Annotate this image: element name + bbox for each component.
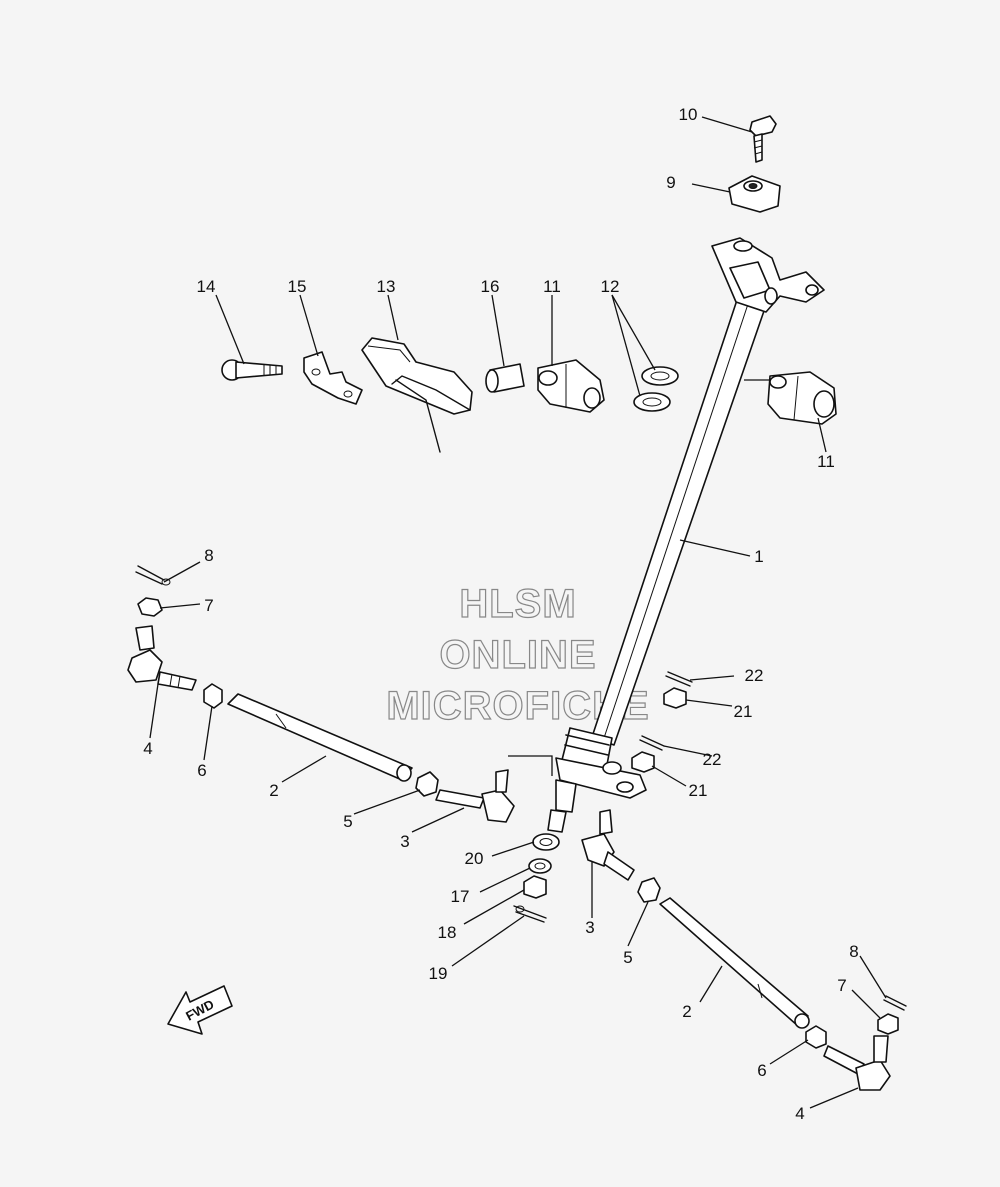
- callout-15: 15: [288, 277, 307, 296]
- part-6-nut-right: [805, 1025, 827, 1049]
- part-13-cable-bracket: [361, 337, 473, 453]
- callout-11-top: 11: [543, 277, 561, 296]
- part-7-castle-nut-right: [877, 1013, 899, 1035]
- part-5-nut-right: [637, 877, 661, 903]
- callout-21-lower: 21: [689, 781, 708, 800]
- callout-17: 17: [451, 887, 470, 906]
- part-8-cotter-pin-right: [883, 995, 907, 1011]
- callout-numbers: 10 9 14 15 13 16 11 12 11 1 8 7 4 6 2 5 …: [143, 105, 858, 1123]
- callout-1: 1: [754, 547, 763, 566]
- part-8-cotter-pin-left: [135, 565, 171, 586]
- part-4-ball-joint-right: [823, 1035, 891, 1091]
- callout-7-left: 7: [204, 596, 213, 615]
- watermark-line-1: HLSM: [459, 582, 576, 626]
- part-17-washer: [528, 858, 552, 874]
- part-12-washers: [633, 366, 679, 412]
- callout-16: 16: [481, 277, 500, 296]
- callout-5-right: 5: [623, 948, 632, 967]
- callout-8-right: 8: [849, 942, 858, 961]
- callout-4-right: 4: [795, 1104, 804, 1123]
- leader-lines: [149, 116, 887, 1109]
- part-15-lock-plate: [303, 351, 363, 405]
- callout-13: 13: [377, 277, 396, 296]
- part-11-holder-right: [767, 371, 837, 425]
- callout-14: 14: [197, 277, 216, 296]
- part-4-ball-joint-left: [127, 625, 197, 691]
- callout-4-left: 4: [143, 739, 152, 758]
- callout-7-right: 7: [837, 976, 846, 995]
- part-18-castle-nut: [523, 875, 547, 899]
- callout-2-left: 2: [269, 781, 278, 800]
- part-20-washer: [532, 833, 560, 851]
- callout-22-upper: 22: [745, 666, 764, 685]
- part-3-ball-joint-right: [581, 809, 635, 881]
- part-1-steering-column: [547, 237, 825, 833]
- callout-22-lower: 22: [703, 750, 722, 769]
- callout-2-right: 2: [682, 1002, 691, 1021]
- callout-10: 10: [679, 105, 698, 124]
- part-5-nut-left: [415, 771, 439, 797]
- callout-12: 12: [601, 277, 620, 296]
- callout-9: 9: [666, 173, 675, 192]
- part-22-cotter-lower: [639, 735, 665, 751]
- callout-18: 18: [438, 923, 457, 942]
- part-19-cotter-pin: [513, 905, 547, 923]
- part-7-castle-nut-left: [137, 597, 163, 617]
- part-3-ball-joint-left: [435, 769, 515, 823]
- callout-5-left: 5: [343, 812, 352, 831]
- callout-20: 20: [465, 849, 484, 868]
- part-14-bolt: [221, 359, 283, 381]
- fwd-direction-badge: FWD: [167, 985, 233, 1035]
- part-11-holder-left: [537, 359, 605, 413]
- callout-6-right: 6: [757, 1061, 766, 1080]
- watermark-line-2: ONLINE: [439, 633, 596, 677]
- callout-11-right: 11: [817, 452, 835, 471]
- part-16-collar: [485, 363, 525, 393]
- part-22-cotter-upper: [665, 671, 693, 687]
- part-2-tie-rod-left: [227, 693, 413, 782]
- callout-3-left: 3: [400, 832, 409, 851]
- part-10-bolt: [749, 115, 777, 163]
- callout-8-left: 8: [204, 546, 213, 565]
- callout-3-right: 3: [585, 918, 594, 937]
- callout-19: 19: [429, 964, 448, 983]
- part-6-nut-left: [203, 683, 223, 709]
- part-21-nut-upper: [663, 687, 687, 709]
- callout-6-left: 6: [197, 761, 206, 780]
- part-2-tie-rod-right: [659, 897, 810, 1029]
- part-9-upper-clamp: [728, 175, 781, 213]
- part-21-nut-lower: [631, 751, 655, 773]
- callout-21-upper: 21: [734, 702, 753, 721]
